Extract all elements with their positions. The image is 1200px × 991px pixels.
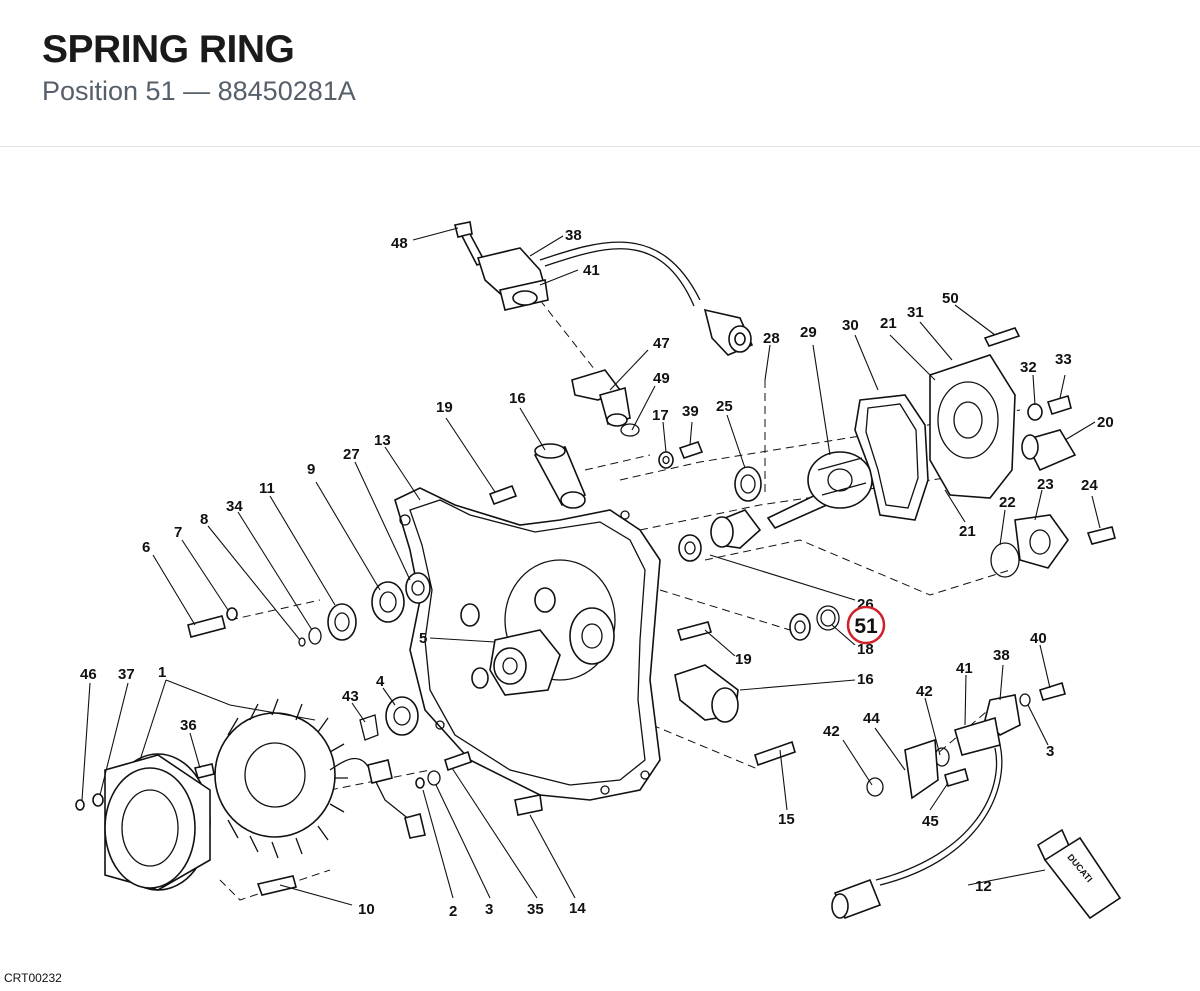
callout-47[interactable]: 47 xyxy=(653,335,670,352)
highlighted-callout[interactable]: 51 xyxy=(846,605,886,645)
callout-10[interactable]: 10 xyxy=(358,901,375,918)
callout-17[interactable]: 17 xyxy=(652,407,669,424)
callout-38b[interactable]: 38 xyxy=(993,647,1010,664)
sensor-cover-plate xyxy=(571,369,640,437)
callout-45[interactable]: 45 xyxy=(922,813,939,830)
bearings-left xyxy=(187,572,431,741)
callout-21b[interactable]: 21 xyxy=(959,523,976,540)
page-title: SPRING RING xyxy=(42,28,295,71)
sealant-tube: DUCATI xyxy=(1036,828,1122,920)
position-label: Position 51 xyxy=(42,76,176,106)
callout-5[interactable]: 5 xyxy=(419,630,427,647)
callout-39[interactable]: 39 xyxy=(682,403,699,420)
callout-11[interactable]: 11 xyxy=(259,480,275,497)
callout-43[interactable]: 43 xyxy=(342,688,359,705)
callout-34[interactable]: 34 xyxy=(226,498,243,515)
callout-38[interactable]: 38 xyxy=(565,227,582,244)
callout-16b[interactable]: 16 xyxy=(857,671,874,688)
flange-and-seal xyxy=(990,514,1116,578)
highlight-ring xyxy=(846,605,886,645)
water-pump-assembly xyxy=(678,327,1077,562)
part-number: 88450281A xyxy=(217,76,356,106)
callout-9[interactable]: 9 xyxy=(307,461,315,478)
callout-35[interactable]: 35 xyxy=(527,901,544,918)
callout-32[interactable]: 32 xyxy=(1020,359,1037,376)
callout-19b[interactable]: 19 xyxy=(735,651,752,668)
callout-22[interactable]: 22 xyxy=(999,494,1016,511)
callout-1[interactable]: 1 xyxy=(158,664,166,681)
callout-20[interactable]: 20 xyxy=(1097,414,1114,431)
callout-42b[interactable]: 42 xyxy=(823,723,840,740)
callout-24[interactable]: 24 xyxy=(1081,477,1098,494)
pickup-sensor-right xyxy=(831,681,1066,920)
callout-8[interactable]: 8 xyxy=(200,511,208,528)
drawing-code: CRT00232 xyxy=(4,971,62,985)
callout-42[interactable]: 42 xyxy=(916,683,933,700)
bush-upper xyxy=(533,443,587,509)
callout-2[interactable]: 2 xyxy=(449,903,457,920)
callout-7[interactable]: 7 xyxy=(174,524,182,541)
page-header: SPRING RING Position 51 — 88450281A xyxy=(0,0,1200,147)
callout-3b[interactable]: 3 xyxy=(485,901,493,918)
callout-21[interactable]: 21 xyxy=(880,315,897,332)
separator: — xyxy=(183,76,211,106)
callout-40[interactable]: 40 xyxy=(1030,630,1047,647)
callout-46[interactable]: 46 xyxy=(80,666,97,683)
callout-13[interactable]: 13 xyxy=(374,432,391,449)
pickup-sensor-top xyxy=(454,221,754,356)
callout-4[interactable]: 4 xyxy=(376,673,385,690)
seal-and-spring-ring xyxy=(789,605,840,641)
callout-37[interactable]: 37 xyxy=(118,666,135,683)
callout-3[interactable]: 3 xyxy=(1046,743,1054,760)
callout-6[interactable]: 6 xyxy=(142,539,150,556)
small-hardware-lower xyxy=(415,621,796,816)
callout-51[interactable]: 51 xyxy=(854,615,878,638)
callout-labels: 48 38 41 47 49 28 29 30 21 31 50 32 33 2… xyxy=(80,227,1114,920)
callout-23[interactable]: 23 xyxy=(1037,476,1054,493)
callout-36[interactable]: 36 xyxy=(180,717,197,734)
page-subtitle: Position 51 — 88450281A xyxy=(42,78,356,105)
small-hardware-upper xyxy=(488,441,704,506)
callout-33[interactable]: 33 xyxy=(1055,351,1072,368)
callout-29[interactable]: 29 xyxy=(800,324,817,341)
callout-27[interactable]: 27 xyxy=(343,446,360,463)
callout-16[interactable]: 16 xyxy=(509,390,526,407)
callout-14[interactable]: 14 xyxy=(569,900,586,917)
callout-44[interactable]: 44 xyxy=(863,710,880,727)
callout-12[interactable]: 12 xyxy=(975,878,992,895)
generator-rotor-stator xyxy=(75,698,426,896)
callout-30[interactable]: 30 xyxy=(842,317,859,334)
callout-31[interactable]: 31 xyxy=(907,304,924,321)
callout-25[interactable]: 25 xyxy=(716,398,733,415)
callout-19[interactable]: 19 xyxy=(436,399,453,416)
callout-50[interactable]: 50 xyxy=(942,290,959,307)
callout-48[interactable]: 48 xyxy=(391,235,408,252)
callout-18[interactable]: 18 xyxy=(857,641,874,658)
crankcase-cover xyxy=(394,487,661,801)
callout-41b[interactable]: 41 xyxy=(956,660,973,677)
callout-49[interactable]: 49 xyxy=(653,370,670,387)
callout-41[interactable]: 41 xyxy=(583,262,600,279)
callout-15[interactable]: 15 xyxy=(778,811,795,828)
callout-28[interactable]: 28 xyxy=(763,330,780,347)
leader-lines xyxy=(81,227,1101,906)
